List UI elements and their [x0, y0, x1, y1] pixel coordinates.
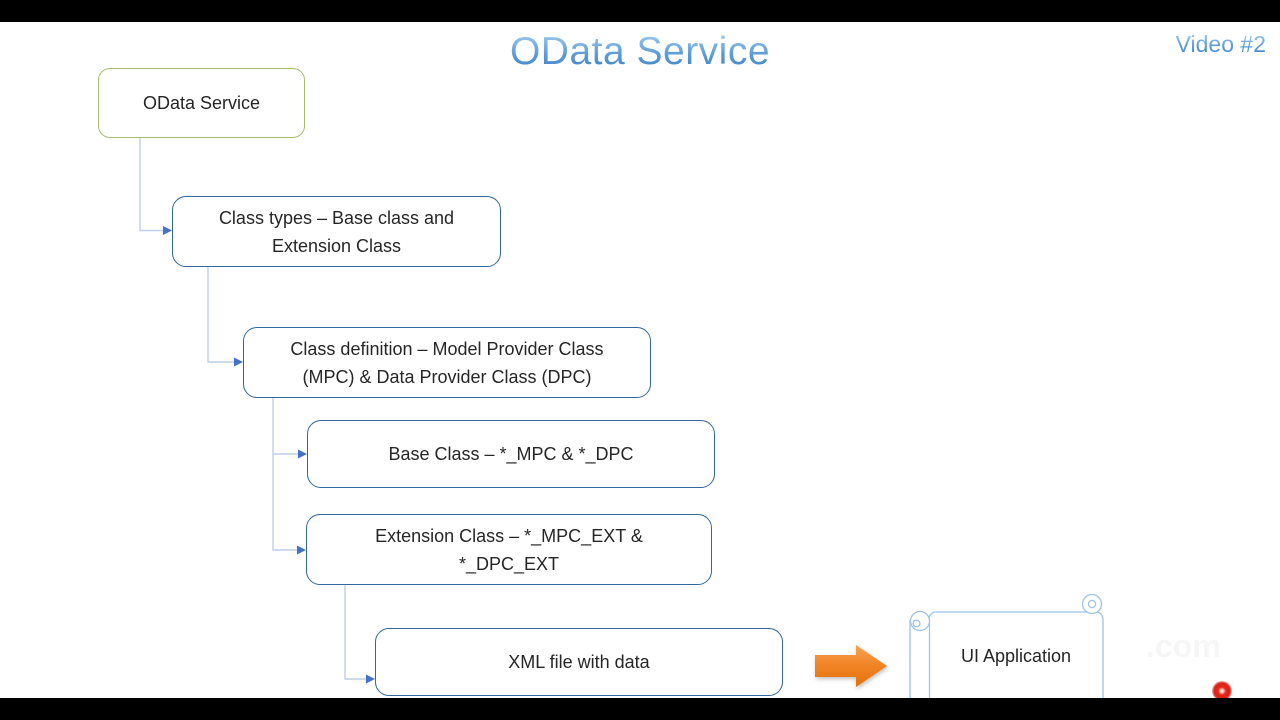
- node-label: Class definition – Model Provider Class: [290, 338, 604, 359]
- node-label: Extension Class: [271, 235, 402, 256]
- node-odata-service: OData Service: [98, 68, 305, 138]
- connector-odata-to-types: [139, 138, 163, 232]
- watermark: .com: [1146, 628, 1221, 664]
- node-class-types: Class types – Base class and Extension C…: [172, 196, 501, 267]
- node-xml-file: XML file with data: [375, 628, 783, 696]
- letterbox-bottom-bar: [0, 698, 1280, 720]
- arrowhead-icon: [297, 545, 306, 555]
- node-extension-class: Extension Class – *_MPC_EXT & *_DPC_EXT: [306, 514, 712, 585]
- node-label: UI Application: [960, 645, 1072, 666]
- scroll-top-right-curl: [1081, 593, 1103, 615]
- arrowhead-icon: [366, 674, 375, 684]
- connector-types-to-definition: [207, 267, 235, 363]
- node-label: Extension Class – *_MPC_EXT &: [375, 525, 643, 546]
- orange-flow-arrow-icon: [815, 645, 887, 687]
- connector-definition-to-base: [272, 398, 299, 455]
- node-class-definition: Class definition – Model Provider Class …: [243, 327, 651, 398]
- video-number-label: Video #2: [1175, 31, 1266, 57]
- node-base-class: Base Class – *_MPC & *_DPC: [307, 420, 715, 488]
- node-label: XML file with data: [508, 652, 650, 672]
- arrowhead-icon: [163, 226, 172, 235]
- node-label: Base Class – *_MPC & *_DPC: [388, 444, 634, 464]
- connector-extension-to-xml: [344, 585, 366, 680]
- node-label: OData Service: [142, 93, 261, 113]
- vertical-scroll-shape: [909, 593, 1104, 709]
- node-label: *_DPC_EXT: [458, 553, 560, 574]
- letterbox-top-bar: [0, 0, 1280, 22]
- arrowhead-icon: [234, 357, 243, 367]
- arrowhead-icon: [298, 449, 307, 459]
- scroll-left-roll: [909, 620, 931, 709]
- recording-indicator-dot: [1212, 681, 1232, 701]
- node-label: (MPC) & Data Provider Class (DPC): [302, 366, 592, 387]
- node-label: Class types – Base class and: [218, 207, 455, 228]
- connector-definition-to-extension: [272, 454, 298, 551]
- slide-title: OData Service: [0, 30, 1280, 74]
- node-ui-application: UI Application: [929, 612, 1103, 700]
